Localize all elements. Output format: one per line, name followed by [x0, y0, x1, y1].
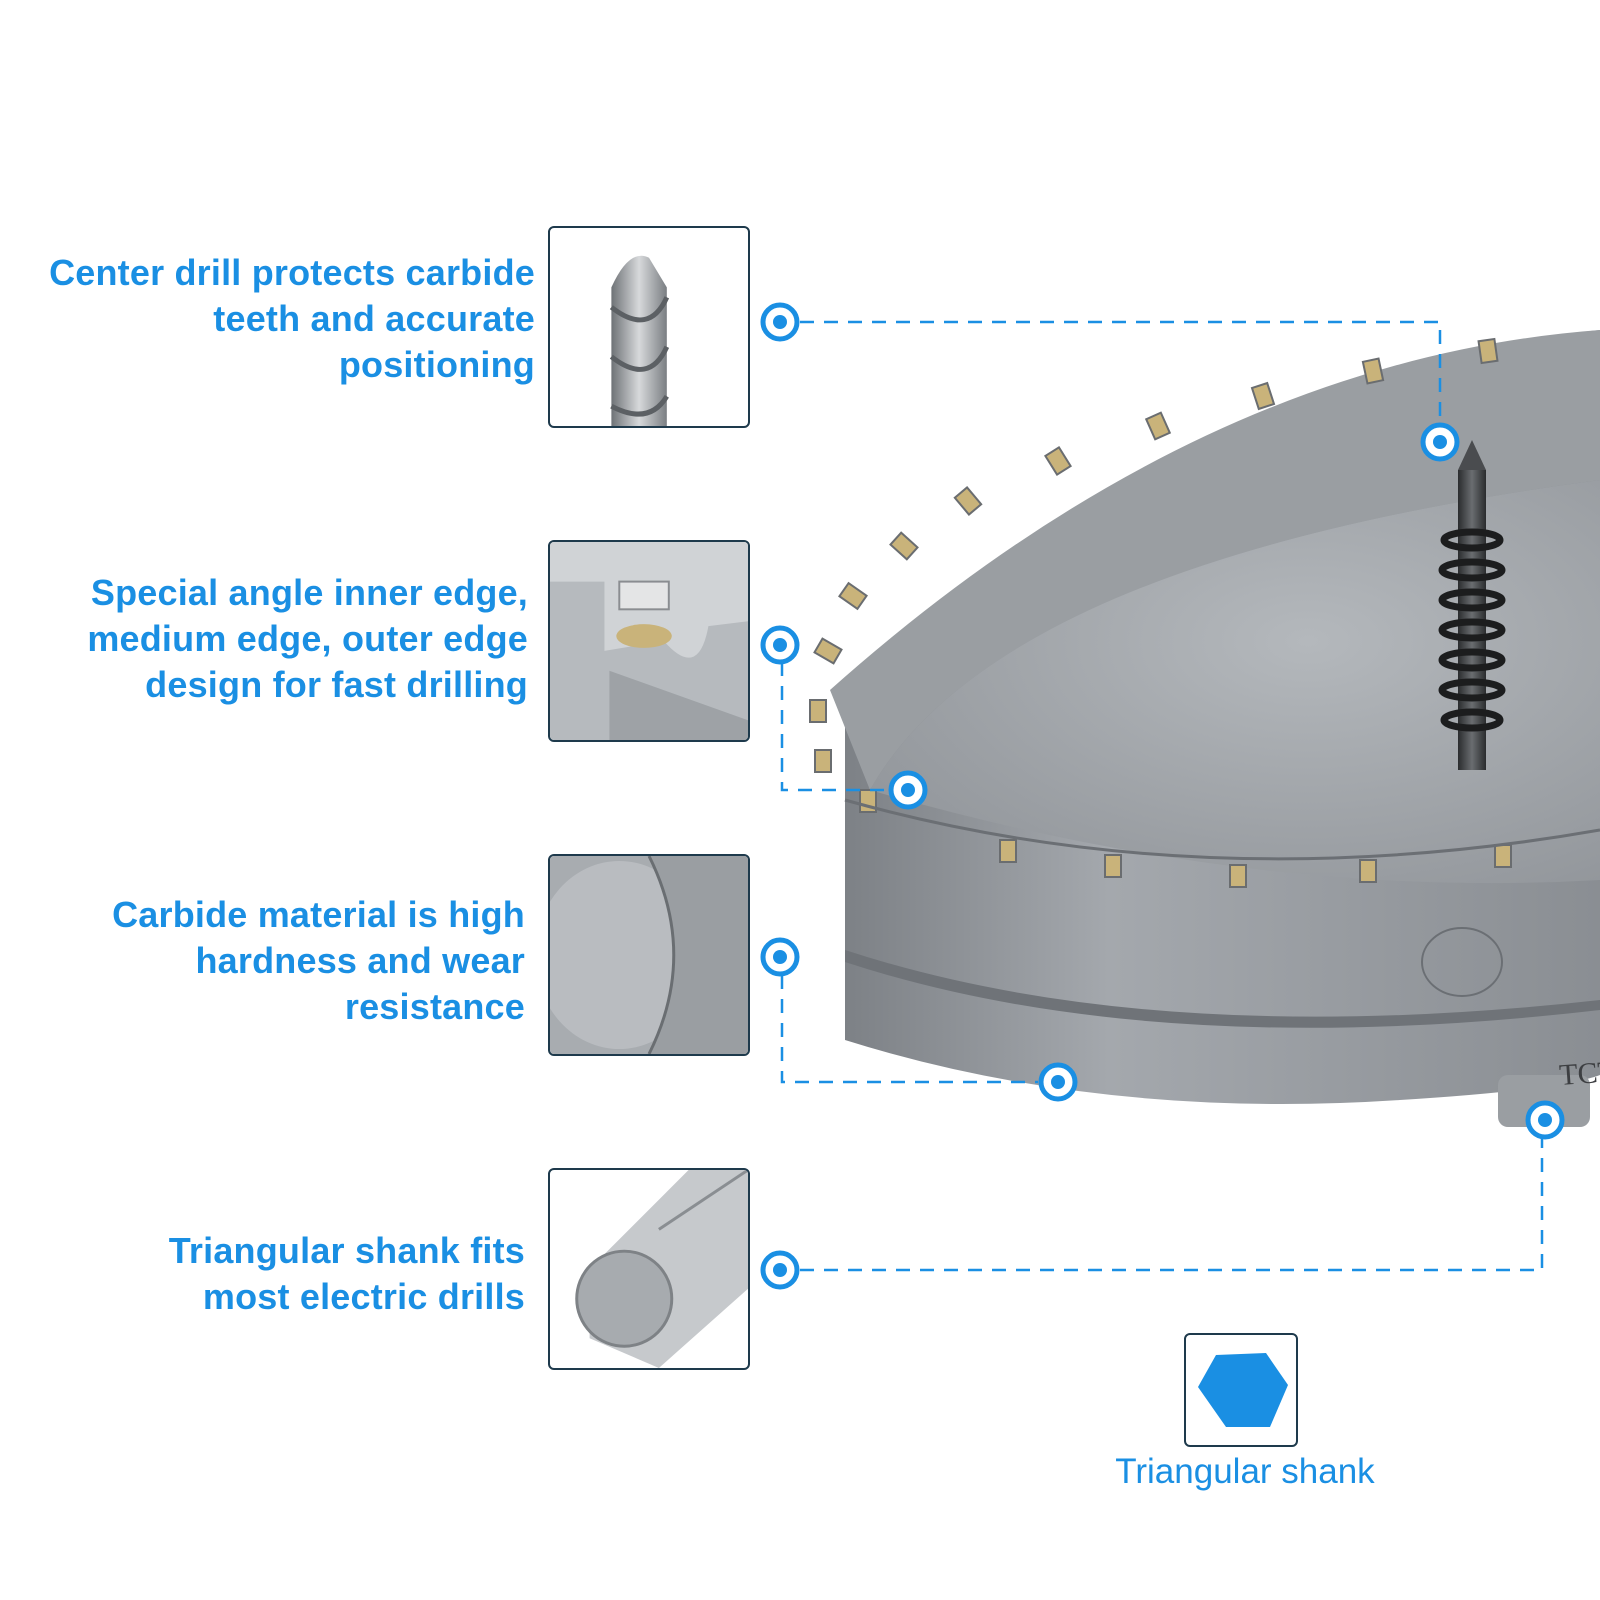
callout-line: positioning [338, 344, 535, 385]
callout-line: design for fast drilling [145, 664, 528, 705]
callout-edge-design: Special angle inner edge, medium edge, o… [10, 570, 528, 708]
callout-center-drill: Center drill protects carbide teeth and … [10, 250, 535, 388]
callout-line: Triangular shank fits [168, 1230, 525, 1271]
callout-line: Carbide material is high [112, 894, 525, 935]
center-drill-tip [1458, 440, 1486, 470]
drill-spring [1438, 528, 1506, 732]
saw-engraved-circle [1421, 927, 1503, 997]
shank-closeup [575, 1170, 748, 1368]
callout-line: Center drill protects carbide [49, 252, 535, 293]
carbide-closeup [550, 856, 748, 1054]
thumb-edge-design [548, 540, 750, 742]
callout-line: medium edge, outer edge [87, 618, 528, 659]
target-dot-edge-end [888, 770, 928, 810]
target-dot-shank-end [1525, 1100, 1565, 1140]
center-drill-closeup [609, 255, 670, 426]
callout-line: Special angle inner edge, [90, 572, 528, 613]
thumb-carbide-material [548, 854, 750, 1056]
saw-inner-floor [870, 480, 1600, 884]
carbide-teeth [809, 337, 1512, 888]
target-dot-carbide-start [760, 937, 800, 977]
thumb-center-drill [548, 226, 750, 428]
callout-line: teeth and accurate [213, 298, 535, 339]
saw-bottom-band [845, 950, 1600, 1028]
triangular-shank-icon [1198, 1353, 1288, 1427]
target-dot-carbide-end [1038, 1062, 1078, 1102]
target-dot-center-drill-start [760, 302, 800, 342]
callout-triangular-shank: Triangular shank fits most electric dril… [10, 1228, 525, 1320]
triangular-shank-legend [1184, 1333, 1298, 1447]
callout-carbide-material: Carbide material is high hardness and we… [10, 892, 525, 1030]
edge-closeup [550, 542, 748, 740]
triangular-shank-label: Triangular shank [1115, 1452, 1375, 1491]
callout-line: most electric drills [202, 1276, 525, 1317]
thumb-triangular-shank [548, 1168, 750, 1370]
target-dot-shank-start [760, 1250, 800, 1290]
target-dot-center-drill-end [1420, 422, 1460, 462]
callout-line: resistance [344, 986, 525, 1027]
target-dot-edge-start [760, 625, 800, 665]
callout-line: hardness and wear [195, 940, 525, 981]
saw-inner-wall [830, 330, 1600, 790]
leader-lines [780, 320, 1544, 1272]
saw-front-rim [844, 798, 1600, 861]
target-dots [760, 302, 1565, 1290]
